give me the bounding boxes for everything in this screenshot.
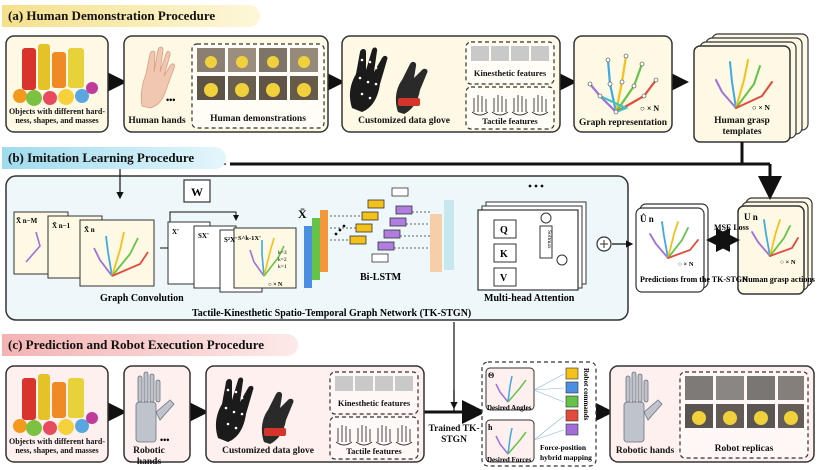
- ellipsis-dots-b: [528, 184, 544, 188]
- template-graph: [715, 59, 773, 109]
- lstm-output-tensor: [430, 200, 454, 272]
- replicas-caption: Robot replicas: [714, 444, 774, 454]
- objects-image-a: [13, 44, 98, 106]
- section-header-b: (b) Imitation Learning Procedure: [2, 147, 226, 169]
- graph-nodes-a: [587, 53, 659, 115]
- mha-label: Multi-head Attention: [484, 293, 575, 304]
- robot-hand-image-2: [623, 371, 663, 443]
- k3-label: k=3: [278, 250, 287, 256]
- u-pred-label: Û n: [640, 214, 654, 224]
- data-glove-image-c: [215, 377, 294, 444]
- tactile-box-a: [465, 86, 555, 130]
- hands-caption: Human hands: [128, 116, 186, 126]
- hands-ellipsis-a: •••: [166, 95, 175, 105]
- softmax-label: Softmax: [546, 230, 553, 249]
- weight-box: [183, 179, 211, 203]
- tactile-box-c: [329, 416, 419, 460]
- actions-graph: [751, 219, 799, 257]
- mapping-label-1: Force-position: [540, 443, 587, 452]
- u-true-label: U n: [744, 212, 758, 222]
- glove-caption-a: Customized data glove: [358, 116, 450, 126]
- x-prev-m-label: X̃ n−M: [16, 217, 38, 225]
- tactile-hand-icons-a: [471, 95, 549, 116]
- objects-caption-c: Objects with different hard- ness, shape…: [8, 437, 106, 455]
- trained-caption: Trained TK-STGN: [428, 424, 480, 445]
- kinesthetic-caption-a: Kinesthetic features: [473, 68, 547, 78]
- desired-forces-box: [485, 419, 535, 463]
- theta-label: Θ: [488, 371, 494, 380]
- input-graph-stack: [13, 211, 155, 287]
- xbar-dots: [334, 224, 346, 236]
- tactile-caption-a: Tactile features: [482, 116, 538, 126]
- desired-angles-box: [485, 367, 535, 411]
- weight-label: W: [191, 185, 203, 199]
- mse-label: MSE Loss: [714, 223, 749, 232]
- tactile-hand-icons-c: [335, 425, 413, 446]
- section-header-a: (a) Human Demonstration Procedure: [2, 5, 260, 27]
- weight-arrows: [160, 211, 239, 249]
- tkstgn-title: Tactile-Kinesthetic Spatio-Temporal Grap…: [192, 308, 471, 319]
- graph-conv-label: Graph Convolution: [100, 293, 184, 304]
- human-hand-image: [140, 46, 175, 109]
- replica-photo-grid: [685, 376, 804, 428]
- actions-n-label: ○ × N: [780, 259, 796, 266]
- xbar-label: X̄: [298, 207, 307, 221]
- robot-caption-2: Robotic hands: [615, 446, 675, 456]
- panel-b-actions: [737, 197, 813, 295]
- bilstm-label: Bi-LSTM: [360, 272, 402, 283]
- section-header-c: (c) Prediction and Robot Execution Proce…: [2, 334, 298, 356]
- mapping-lines: [533, 373, 565, 441]
- objects-caption-a: Objects with different hard- ness, shape…: [8, 107, 106, 125]
- pred-n-label: ○ × N: [678, 261, 694, 268]
- templates-caption: Human grasp templates: [714, 116, 770, 137]
- predictions-label: Predictions from the TK-STGN: [640, 275, 748, 284]
- robot-caption: Robotic hands: [133, 446, 165, 467]
- s-n-label: ○ × N: [268, 282, 283, 288]
- s3-label: S^k-1X': [238, 235, 261, 242]
- s0-label: X': [172, 228, 179, 236]
- k2-label: k=2: [278, 257, 287, 263]
- actions-label: Human grasp actions: [742, 275, 815, 284]
- bilstm-links: [330, 211, 430, 249]
- kinesthetic-thumbnails-a: [471, 46, 549, 61]
- angles-label: Desired Angles: [487, 404, 532, 412]
- robot-command-bars: [565, 367, 579, 436]
- s2-label: S²X': [224, 236, 237, 244]
- bilstm-cells: [349, 187, 413, 263]
- data-glove-image-a: [349, 47, 428, 114]
- mapping-label-2: hybrid mapping: [540, 453, 592, 462]
- kinesthetic-thumbnails-c: [335, 376, 413, 391]
- demo-photo-grid: [197, 48, 318, 100]
- x-n-label: X̃ n: [84, 226, 95, 234]
- objects-image-c: [13, 374, 98, 436]
- k1-label: k=1: [278, 264, 287, 270]
- prediction-graph: [649, 221, 699, 259]
- demos-caption: Human demonstrations: [210, 114, 306, 124]
- glove-caption-c: Customized data glove: [222, 446, 314, 456]
- forces-label: Desired Forces: [487, 456, 532, 464]
- s1-label: SX': [198, 232, 209, 240]
- x-prev-1-label: X̃ n−1: [52, 222, 71, 230]
- h-label: h: [488, 423, 493, 432]
- template-n-label: ○ × N: [752, 103, 771, 112]
- kinesthetic-caption-c: Kinesthetic features: [337, 398, 411, 408]
- q-label: Q: [500, 225, 508, 236]
- s-power-stack: [167, 221, 297, 293]
- tactile-caption-c: Tactile features: [346, 446, 402, 456]
- v-label: V: [500, 273, 508, 284]
- panel-a-templates: [693, 33, 809, 143]
- robot-ellipsis: •••: [160, 435, 169, 445]
- graph-n-label-a: ○ × N: [640, 104, 659, 113]
- robot-hand-image: [135, 371, 175, 443]
- graph-caption: Graph representation: [578, 118, 668, 128]
- commands-label: Robot commands: [582, 368, 590, 421]
- xbar-tensor: [304, 210, 328, 288]
- mha-block: [477, 201, 612, 291]
- k-label: K: [500, 249, 508, 260]
